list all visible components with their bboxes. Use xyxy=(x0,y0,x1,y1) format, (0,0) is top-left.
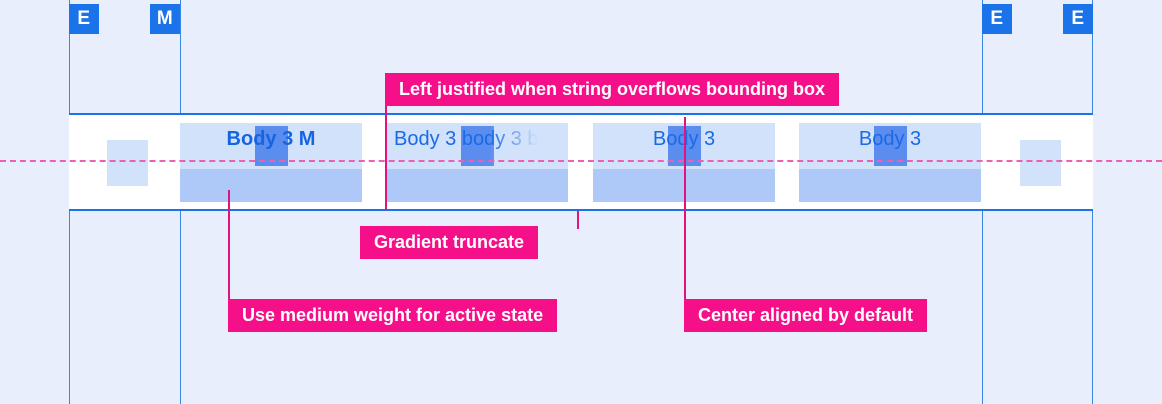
leader-line-center-aligned xyxy=(684,117,686,300)
spacing-badge-m-left: M xyxy=(150,4,180,34)
square-icon xyxy=(461,126,494,166)
tab-label-band xyxy=(799,169,981,202)
tab-item-4[interactable]: Body 3 xyxy=(799,123,981,202)
leader-line-left-justified xyxy=(385,73,387,210)
callout-left-justified: Left justified when string overflows bou… xyxy=(385,73,839,106)
callout-medium-weight: Use medium weight for active state xyxy=(228,299,558,332)
tab-item-2[interactable]: Body 3 body 3 body 3 xyxy=(386,123,568,202)
callout-gradient-truncate: Gradient truncate xyxy=(360,226,539,259)
end-slot-left[interactable] xyxy=(69,115,180,209)
square-icon xyxy=(255,126,288,166)
tab-label-band xyxy=(180,169,362,202)
tab-item-label: Body 3 M xyxy=(226,128,316,150)
spacing-badge-e-left: E xyxy=(69,4,99,34)
tab-item-label: Body 3 xyxy=(652,128,716,150)
callout-center-aligned: Center aligned by default xyxy=(684,299,928,332)
tab-item-label: Body 3 xyxy=(858,128,922,150)
end-slot-right[interactable] xyxy=(982,115,1093,209)
spacing-badge-e-right-outer: E xyxy=(1063,4,1093,34)
square-icon xyxy=(107,140,148,186)
leader-line-medium-weight xyxy=(228,190,230,300)
tab-item-1[interactable]: Body 3 M xyxy=(180,123,362,202)
vertical-center-guide xyxy=(0,160,1162,162)
tab-label-band xyxy=(386,169,568,202)
tab-item-label: Body 3 body 3 body 3 xyxy=(394,128,568,150)
tab-bar-card: Body 3 M Body 3 body 3 body 3 Body 3 xyxy=(69,113,1093,211)
leader-line-gradient-truncate xyxy=(577,211,579,229)
square-icon xyxy=(1020,140,1061,186)
spacing-badge-e-right-inner: E xyxy=(982,4,1012,34)
square-icon xyxy=(874,126,907,166)
